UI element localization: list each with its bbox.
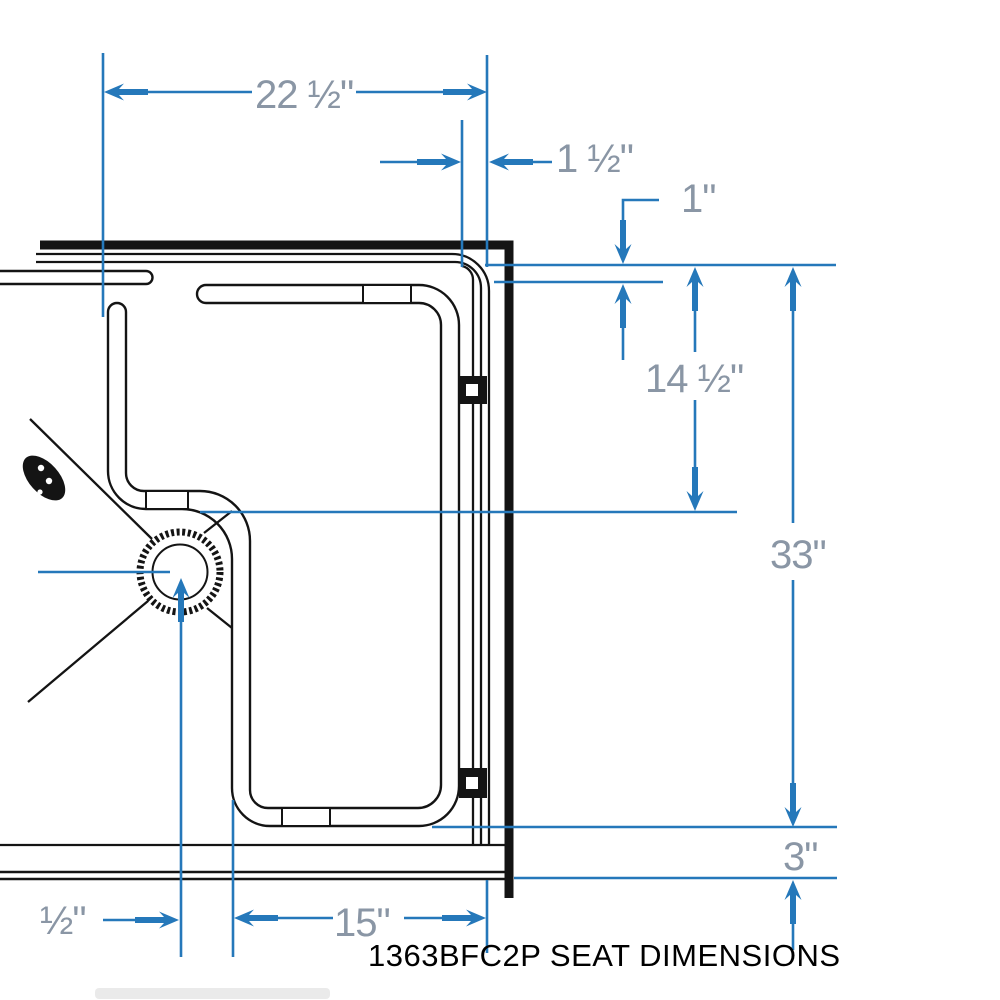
dim-label-top-width: 22 ½" [255,73,353,117]
dim-label-seat-depth: 14 ½" [645,357,743,401]
arrowhead [784,267,802,311]
dim-leader-1in [621,198,659,230]
arrowhead [443,83,487,101]
dimension-labels-group: 22 ½" 1 ½" 1" 14 ½" 33" 3" 15" ½" [40,73,827,945]
arrowhead [417,153,461,171]
arrowhead [686,267,704,311]
arrowhead [442,909,486,927]
arrowhead [614,220,632,264]
band-joint-top [362,284,412,304]
arrowhead [234,909,278,927]
arrowhead [686,467,704,511]
floor-slope-lower [27,600,149,703]
dim-label-rim-inset: 1" [681,177,715,221]
drawing-caption: 1363BFC2P SEAT DIMENSIONS [368,938,841,973]
wall-inner-face [461,264,475,845]
band-joint-bottom [281,807,331,827]
rim-line-outer [36,252,491,845]
dim-label-drain-offset: ½" [40,899,86,943]
arrowhead [614,284,632,328]
ledge-band [0,269,154,286]
pocket-chamfer-lower [206,607,233,629]
cropped-fixture-blob [22,455,66,501]
arrowhead [784,783,802,827]
band-joint-left [145,490,189,510]
arrowhead [784,880,802,924]
tub-outer-shell [40,240,514,898]
dim-label-overall-length: 33" [770,533,826,577]
arrowhead [104,83,148,101]
scan-artifact [95,988,330,999]
arrowhead [489,153,533,171]
wall-brackets [459,376,487,798]
arrowhead [135,911,179,929]
pocket-chamfer-upper [203,510,233,534]
dim-label-base-edge: 3" [783,835,817,879]
dim-label-back-wall-offset: 1 ½" [556,137,633,181]
dim-label-seat-width: 15" [334,901,390,945]
tub-outline-group [0,240,514,898]
rim-line-inner [36,260,483,845]
floor-slope-upper [29,418,153,540]
seat-band-contour [106,283,461,828]
